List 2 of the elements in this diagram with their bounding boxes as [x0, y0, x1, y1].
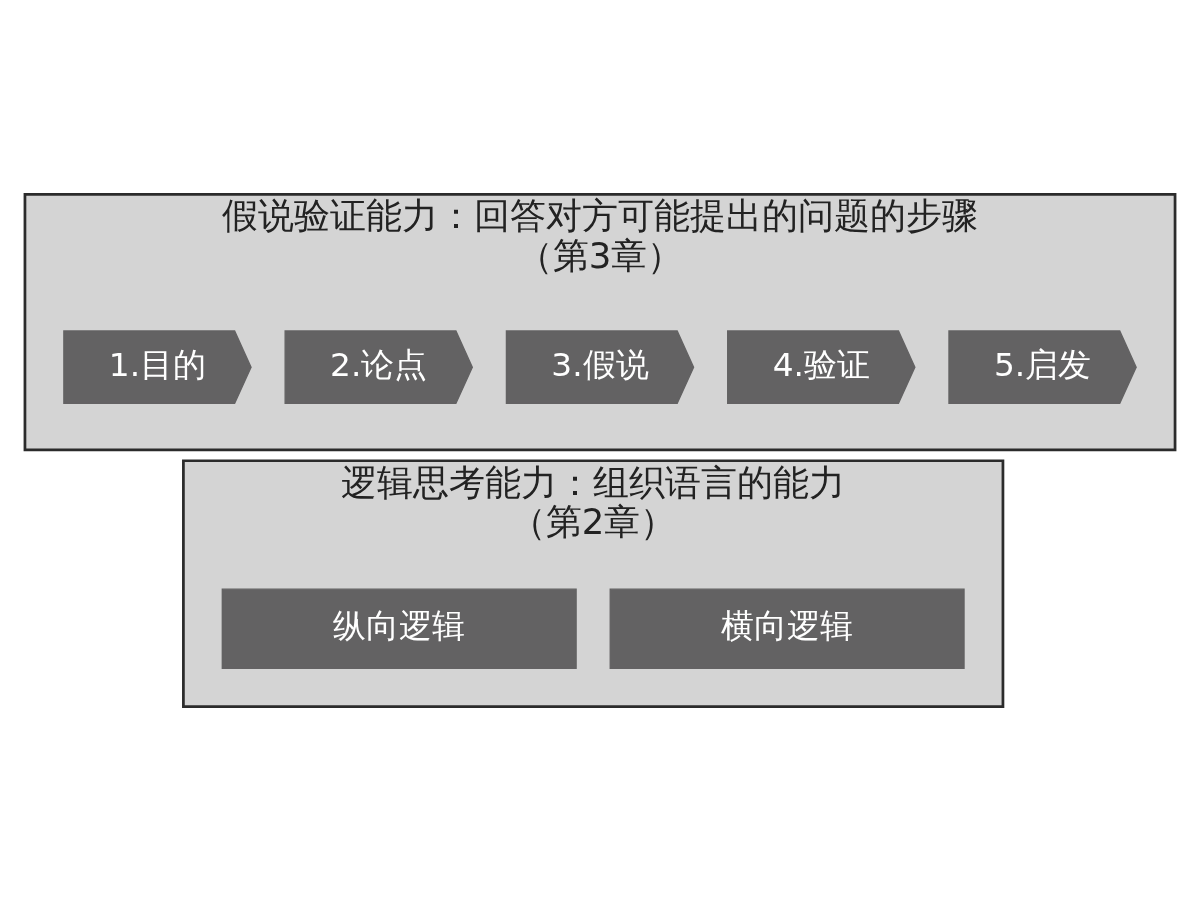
node-box: 横向逻辑 [609, 587, 965, 669]
node-box: 纵向逻辑 [221, 587, 577, 669]
